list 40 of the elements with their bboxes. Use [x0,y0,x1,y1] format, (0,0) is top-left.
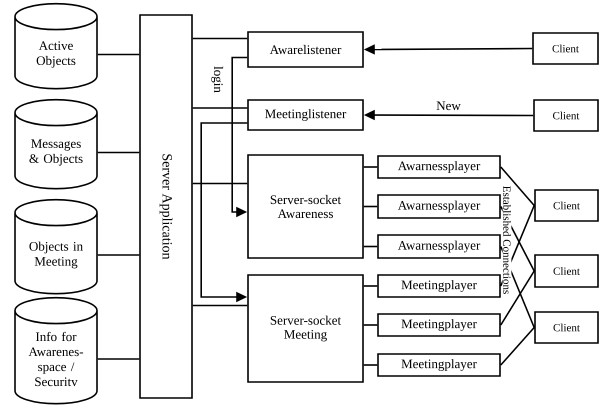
connector-line [500,326,535,366]
connector-line [98,152,140,154]
process-box: Server-socket Meeting [247,274,364,383]
process-box: Server-socket Awareness [247,154,364,259]
connector-line [98,358,140,360]
connector-line [192,304,248,306]
connector-line [364,324,378,326]
connector-line [98,254,140,256]
client-box: Client [534,254,599,288]
connection-label: Established Connections [502,185,512,295]
connector-line [364,206,378,208]
application-box: Server Application [139,14,193,399]
connector-line [98,54,140,56]
client-box: Client [532,32,599,65]
process-box: Awarelistener [247,31,364,68]
connector-line [500,270,535,326]
connector-line [364,285,378,287]
edge-label: login [211,66,224,93]
connector-line [192,107,248,109]
connector-line [500,166,535,206]
process-box: Meetingplayer [377,313,501,337]
process-box: Meetinglistener [247,99,364,131]
client-box: Client [534,311,599,344]
process-box: Meetingplayer [377,274,501,298]
connector-line [364,364,378,366]
database-cylinder: Objects in Meeting [14,198,98,294]
connector-line [192,182,248,184]
connector-line [364,246,378,248]
connector-line [364,166,378,168]
process-box: Meetingplayer [377,353,501,377]
database-cylinder: Info for Awarenes-space / Securitv [14,296,98,404]
connector-line [192,38,248,40]
process-box: Awarnessplayer [377,234,501,259]
client-box: Client [534,189,599,222]
database-cylinder: Messages & Objects [14,98,98,190]
process-box: Awarnessplayer [377,194,501,219]
client-box: Client [533,99,599,132]
database-cylinder: Active Objects [14,2,98,90]
process-box: Awarnessplayer [377,155,501,179]
edge-label: New [436,101,461,110]
